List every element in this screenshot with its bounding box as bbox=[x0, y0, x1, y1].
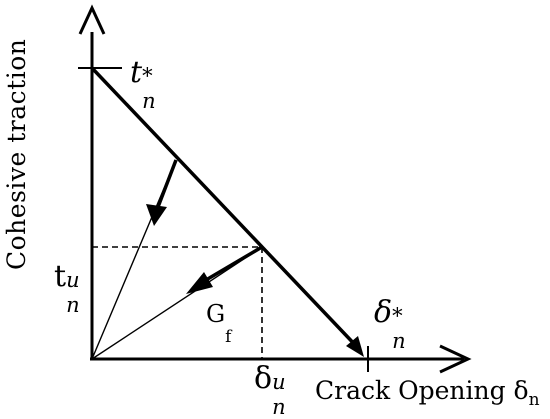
x-axis-label-text: Crack Opening δ bbox=[315, 376, 529, 405]
unloading-arrow-lower bbox=[205, 245, 263, 282]
y-axis-label: Cohesive traction bbox=[2, 38, 31, 270]
x-axis-label-subscript: n bbox=[528, 390, 540, 410]
label-t-star-base: t bbox=[130, 55, 143, 90]
label-delta-star-sub: n bbox=[392, 329, 406, 354]
label-delta-u-base: δ bbox=[254, 361, 273, 396]
x-axis-label: Crack Opening δn bbox=[315, 376, 540, 409]
label-t-u-base: t bbox=[54, 259, 67, 294]
unloading-arrow-lower-head bbox=[186, 272, 213, 294]
label-delta-star-base: δ bbox=[374, 295, 393, 330]
label-t-star-sup: * bbox=[142, 64, 153, 89]
label-t-star-sub: n bbox=[142, 89, 156, 114]
softening-line bbox=[90, 66, 362, 352]
label-delta-star-sup: * bbox=[392, 304, 403, 329]
label-g-f-sub: f bbox=[225, 325, 232, 346]
unloading-arrow-upper-head bbox=[146, 204, 167, 226]
label-delta-star: δ*n bbox=[374, 295, 406, 352]
label-t-u-sup: u bbox=[66, 268, 80, 293]
label-t-star: t*n bbox=[130, 55, 156, 112]
label-t-u-sub: n bbox=[66, 293, 80, 318]
unloading-arrow-upper bbox=[156, 159, 178, 208]
y-axis-arrowhead bbox=[78, 4, 106, 35]
softening-line-arrowhead bbox=[346, 336, 364, 357]
label-delta-u-sub: n bbox=[272, 395, 286, 419]
label-g-f-base: G bbox=[206, 300, 226, 328]
x-axis-arrowhead bbox=[439, 344, 472, 374]
label-delta-u-sup: u bbox=[272, 370, 286, 395]
